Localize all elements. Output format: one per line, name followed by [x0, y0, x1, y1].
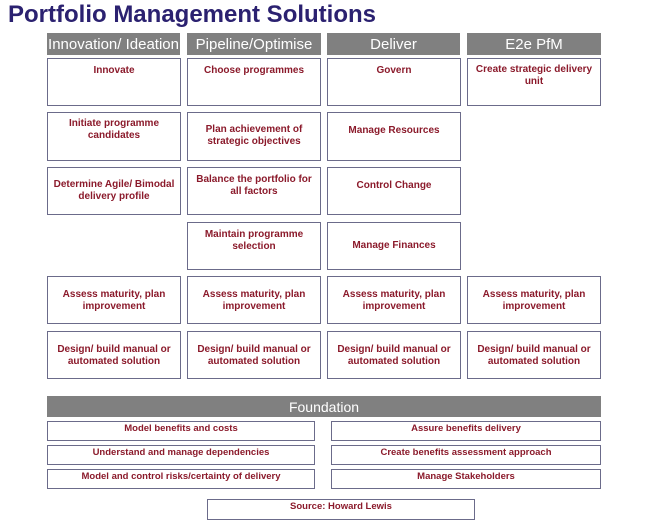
box-choose-programmes: Choose programmes [187, 58, 321, 106]
box-control-change: Control Change [327, 167, 461, 215]
box-assess-maturity-4: Assess maturity, plan improvement [467, 276, 601, 324]
source-caption: Source: Howard Lewis [207, 499, 475, 520]
box-design-build-1: Design/ build manual or automated soluti… [47, 331, 181, 379]
foundation-right-2: Create benefits assessment approach [331, 445, 601, 465]
box-initiate-programme-candidates: Initiate programme candidates [47, 112, 181, 161]
box-design-build-2: Design/ build manual or automated soluti… [187, 331, 321, 379]
foundation-right-3: Manage Stakeholders [331, 469, 601, 489]
box-balance-portfolio: Balance the portfolio for all factors [187, 167, 321, 215]
column-header-e2e-pfm: E2e PfM [467, 33, 601, 55]
box-assess-maturity-3: Assess maturity, plan improvement [327, 276, 461, 324]
box-design-build-4: Design/ build manual or automated soluti… [467, 331, 601, 379]
foundation-left-2: Understand and manage dependencies [47, 445, 315, 465]
column-header-innovation: Innovation/ Ideation [47, 33, 180, 55]
box-design-build-3: Design/ build manual or automated soluti… [327, 331, 461, 379]
box-assess-maturity-2: Assess maturity, plan improvement [187, 276, 321, 324]
page-title: Portfolio Management Solutions [8, 1, 377, 28]
box-maintain-programme-selection: Maintain programme selection [187, 222, 321, 270]
foundation-left-1: Model benefits and costs [47, 421, 315, 441]
box-manage-resources: Manage Resources [327, 112, 461, 161]
column-header-deliver: Deliver [327, 33, 460, 55]
column-header-pipeline: Pipeline/Optimise [187, 33, 321, 55]
box-assess-maturity-1: Assess maturity, plan improvement [47, 276, 181, 324]
box-manage-finances: Manage Finances [327, 222, 461, 270]
box-govern: Govern [327, 58, 461, 106]
foundation-left-3: Model and control risks/certainty of del… [47, 469, 315, 489]
box-create-strategic-delivery-unit: Create strategic delivery unit [467, 58, 601, 106]
foundation-right-1: Assure benefits delivery [331, 421, 601, 441]
box-innovate: Innovate [47, 58, 181, 106]
box-determine-agile: Determine Agile/ Bimodal delivery profil… [47, 167, 181, 215]
foundation-header: Foundation [47, 396, 601, 417]
box-plan-achievement: Plan achievement of strategic objectives [187, 112, 321, 161]
